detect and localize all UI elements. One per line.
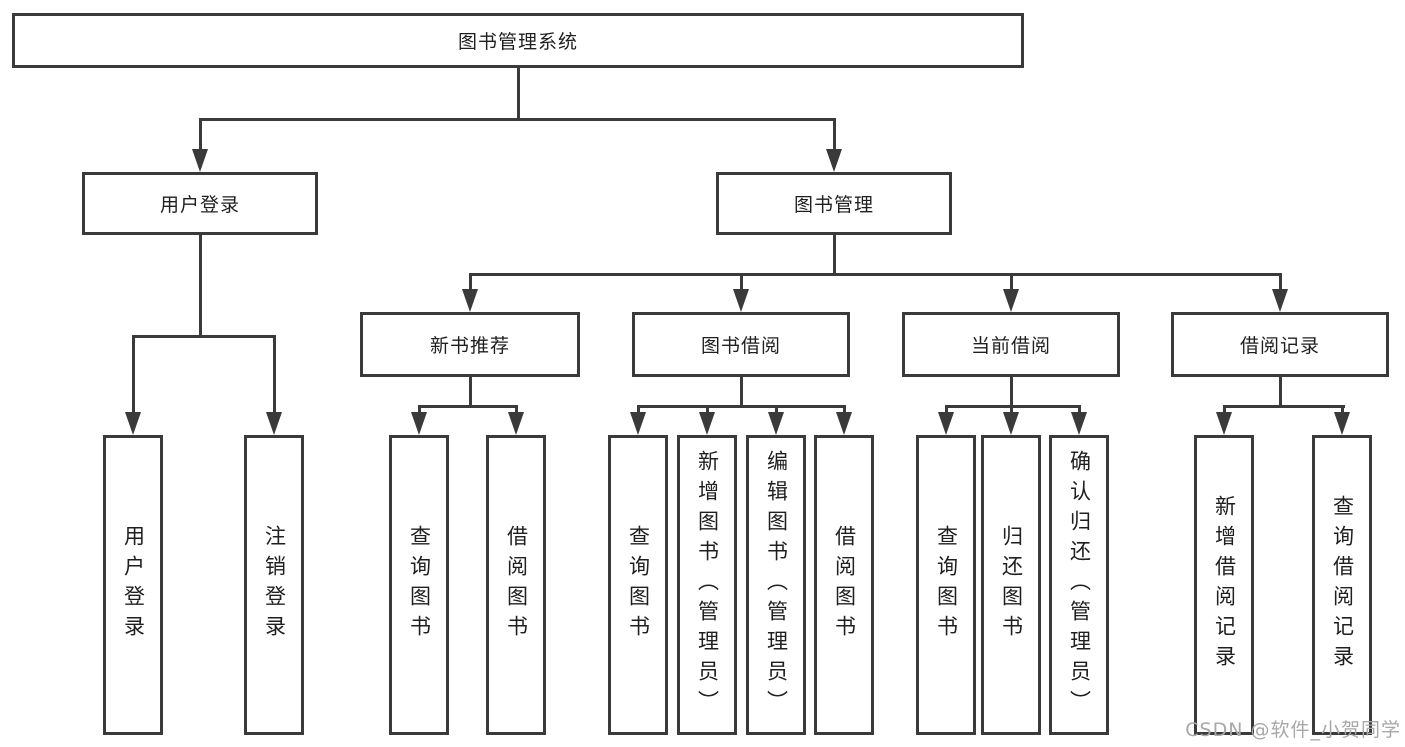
- arrow-down-bb-query-icon: [630, 412, 646, 435]
- leaf-logout: 注销登录: [244, 435, 304, 735]
- node-root-system: 图书管理系统: [12, 13, 1024, 68]
- connector-book-mgmt-split-line: [469, 273, 1282, 276]
- arrow-down-user-login-icon: [192, 149, 208, 172]
- node-borrow-records-label: 借阅记录: [1239, 335, 1320, 357]
- leaf-records-add-record: 新增借阅记录: [1194, 435, 1254, 735]
- leaf-user-login: 用户登录: [103, 435, 163, 735]
- node-book-borrow-label: 图书借阅: [700, 335, 781, 357]
- leaf-current-query-books-label: 查询图书: [934, 525, 959, 645]
- connector-drop-nb-query-line: [418, 405, 421, 414]
- node-new-book-recommend-label: 新书推荐: [429, 335, 510, 357]
- node-book-management: 图书管理: [716, 172, 952, 235]
- connector-root-split-line: [199, 118, 836, 121]
- arrow-down-borrow-records-icon: [1272, 289, 1288, 312]
- node-current-borrow-label: 当前借阅: [970, 335, 1051, 357]
- connector-new-book-split-line: [418, 405, 518, 408]
- connector-current-borrow-split-line: [945, 405, 1081, 408]
- arrow-down-new-book-icon: [462, 289, 478, 312]
- leaf-current-return-books-label: 归还图书: [999, 525, 1024, 645]
- leaf-logout-label: 注销登录: [262, 525, 287, 645]
- connector-drop-cb-query-line: [945, 405, 948, 414]
- connector-current-borrow-stem-line: [1010, 377, 1013, 405]
- node-book-management-label: 图书管理: [793, 194, 874, 216]
- leaf-newbook-borrow-books: 借阅图书: [486, 435, 546, 735]
- connector-book-mgmt-stem-line: [833, 235, 836, 273]
- connector-user-login-stem-line: [199, 235, 202, 335]
- connector-root-stem-line: [517, 68, 520, 118]
- leaf-borrow-query-books-label: 查询图书: [626, 525, 651, 645]
- node-borrow-records: 借阅记录: [1171, 312, 1389, 377]
- leaf-current-query-books: 查询图书: [916, 435, 976, 735]
- connector-drop-bb-add-line: [706, 405, 709, 414]
- node-user-login: 用户登录: [82, 172, 318, 235]
- arrow-down-cb-confirm-icon: [1071, 412, 1087, 435]
- node-book-borrow: 图书借阅: [632, 312, 850, 377]
- connector-drop-current-borrow-line: [1010, 273, 1013, 291]
- connector-drop-br-query-line: [1341, 405, 1344, 414]
- arrow-down-br-query-icon: [1334, 412, 1350, 435]
- leaf-borrow-borrow-books-label: 借阅图书: [832, 525, 857, 645]
- leaf-records-query-record: 查询借阅记录: [1312, 435, 1372, 735]
- leaf-borrow-add-books-admin: 新增图书（管理员）: [677, 435, 737, 735]
- node-new-book-recommend: 新书推荐: [360, 312, 580, 377]
- leaf-current-confirm-return-admin: 确认归还（管理员）: [1049, 435, 1109, 735]
- leaf-newbook-query-books: 查询图书: [389, 435, 449, 735]
- connector-drop-new-book-line: [469, 273, 472, 291]
- arrow-down-bb-add-icon: [699, 412, 715, 435]
- connector-drop-bb-query-line: [637, 405, 640, 414]
- leaf-newbook-query-books-label: 查询图书: [407, 525, 432, 645]
- connector-drop-cb-return-line: [1010, 405, 1013, 414]
- connector-new-book-stem-line: [469, 377, 472, 405]
- arrow-down-book-mgmt-icon: [826, 149, 842, 172]
- leaf-current-confirm-return-admin-label: 确认归还（管理员）: [1067, 450, 1092, 720]
- leaf-user-login-label: 用户登录: [121, 525, 146, 645]
- node-user-login-label: 用户登录: [159, 194, 240, 216]
- connector-drop-leaf-logout-line: [273, 335, 276, 415]
- leaf-records-query-record-label: 查询借阅记录: [1330, 495, 1355, 675]
- leaf-borrow-edit-books-admin-label: 编辑图书（管理员）: [764, 450, 789, 720]
- arrow-down-br-add-icon: [1216, 412, 1232, 435]
- arrow-down-leaf-logout-icon: [266, 412, 282, 435]
- node-root-system-label: 图书管理系统: [457, 31, 578, 53]
- connector-drop-leaf-login-line: [132, 335, 135, 415]
- leaf-borrow-borrow-books: 借阅图书: [814, 435, 874, 735]
- arrow-down-book-borrow-icon: [733, 289, 749, 312]
- connector-drop-borrow-records-line: [1279, 273, 1282, 291]
- connector-borrow-records-split-line: [1223, 405, 1345, 408]
- connector-drop-bb-edit-line: [775, 405, 778, 414]
- leaf-newbook-borrow-books-label: 借阅图书: [504, 525, 529, 645]
- arrow-down-cb-return-icon: [1003, 412, 1019, 435]
- leaf-borrow-add-books-admin-label: 新增图书（管理员）: [695, 450, 720, 720]
- leaf-borrow-query-books: 查询图书: [608, 435, 668, 735]
- connector-drop-cb-confirm-line: [1078, 405, 1081, 414]
- connector-drop-user-login-line: [199, 118, 202, 152]
- arrow-down-nb-query-icon: [411, 412, 427, 435]
- leaf-borrow-edit-books-admin: 编辑图书（管理员）: [746, 435, 806, 735]
- connector-book-borrow-split-line: [637, 405, 846, 408]
- arrow-down-bb-edit-icon: [768, 412, 784, 435]
- connector-user-login-split-line: [132, 335, 276, 338]
- arrow-down-leaf-login-icon: [125, 412, 141, 435]
- csdn-watermark: CSDN @软件_小贺同学: [1185, 719, 1401, 741]
- arrow-down-nb-borrow-icon: [508, 412, 524, 435]
- connector-borrow-records-stem-line: [1279, 377, 1282, 405]
- connector-drop-bb-borrow-line: [843, 405, 846, 414]
- connector-drop-book-mgmt-line: [833, 118, 836, 152]
- arrow-down-bb-borrow-icon: [836, 412, 852, 435]
- connector-drop-book-borrow-line: [740, 273, 743, 291]
- arrow-down-current-borrow-icon: [1003, 289, 1019, 312]
- connector-drop-br-add-line: [1223, 405, 1226, 414]
- arrow-down-cb-query-icon: [938, 412, 954, 435]
- leaf-current-return-books: 归还图书: [981, 435, 1041, 735]
- connector-book-borrow-stem-line: [740, 377, 743, 405]
- connector-drop-nb-borrow-line: [515, 405, 518, 414]
- leaf-records-add-record-label: 新增借阅记录: [1212, 495, 1237, 675]
- node-current-borrow: 当前借阅: [902, 312, 1120, 377]
